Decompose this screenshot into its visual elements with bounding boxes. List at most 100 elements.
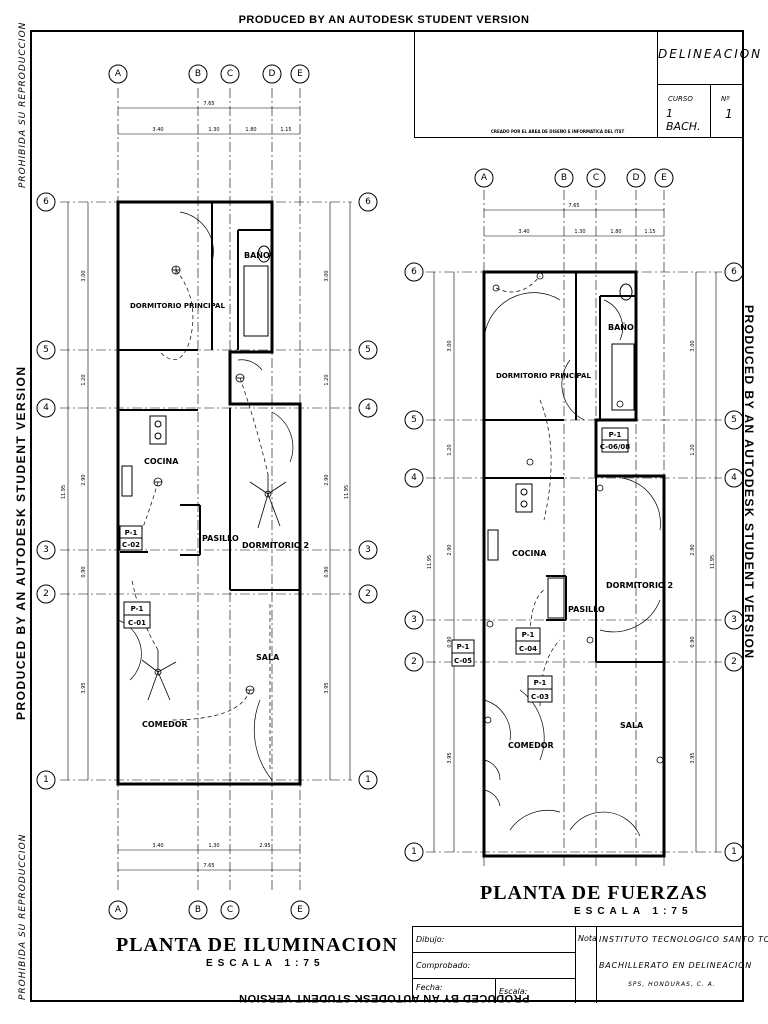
axis-bubble: 4 [43, 403, 49, 413]
dimension-label: 3.40 [152, 843, 163, 849]
dimension-label: 3.95 [81, 682, 87, 693]
dimension-label: 0.90 [690, 636, 696, 647]
number-label: Nº [721, 95, 730, 103]
circuit-tag: C-02 [122, 541, 140, 549]
axis-bubble: 1 [411, 847, 417, 857]
circuit-tag: C-06/08 [600, 443, 630, 451]
circuit-tag: C-03 [531, 693, 549, 701]
room-label: BAÑO [608, 322, 634, 332]
scale-cell: Escala: [495, 979, 575, 1003]
credit-text: CREADO POR EL AREA DE DISEÑO E INFORMATI… [491, 129, 625, 134]
dimension-label: 0.90 [324, 566, 330, 577]
room-label: DORMITORIO PRINCIPAL [130, 302, 225, 310]
room-label: DORMITORIO PRINCIPAL [496, 372, 591, 380]
room-label: COMEDOR [142, 720, 188, 729]
axis-bubble: B [561, 173, 567, 183]
axis-bubble: 1 [731, 847, 737, 857]
room-label: DORMITORIO 2 [606, 581, 673, 590]
dimension-label: 3.95 [447, 752, 453, 763]
axis-bubble: 2 [365, 589, 371, 599]
axis-bubble: 4 [411, 473, 417, 483]
axis-bubble: A [115, 905, 122, 915]
plan-right-scale: ESCALA 1:75 [574, 906, 693, 917]
axis-bubble: 3 [411, 615, 417, 625]
checked-label: Comprobado: [416, 961, 471, 970]
location-text: SPS, HONDURAS, C. A. [628, 981, 716, 988]
dimension-label: 1.30 [208, 127, 219, 133]
dimension-label: 3.00 [447, 340, 453, 351]
room-label: BAÑO [244, 250, 270, 260]
dimension-label: 1.30 [574, 229, 585, 235]
subject-text: DELINEACION [658, 47, 763, 61]
dimension-label: 1.80 [245, 127, 256, 133]
circuit-tag: P-1 [534, 679, 547, 687]
dimension-label: 3.00 [81, 270, 87, 281]
dimension-label: 0.90 [81, 566, 87, 577]
plan-right-title: PLANTA DE FUERZAS [480, 882, 708, 904]
axis-bubble: 2 [731, 657, 737, 667]
dimension-label: 1.15 [644, 229, 655, 235]
title-block-top: DELINEACION CURSO 1 BACH. Nº 1 CREADO PO… [414, 30, 763, 138]
dimension-label: 11.95 [710, 555, 716, 569]
axis-bubble: E [297, 905, 303, 915]
axis-bubble: D [269, 69, 276, 79]
watermark-top: PRODUCED BY AN AUTODESK STUDENT VERSION [238, 14, 530, 26]
dimension-label: 11.95 [61, 485, 67, 499]
axis-bubble: 3 [731, 615, 737, 625]
axis-bubble: 2 [411, 657, 417, 667]
dimension-label: 3.40 [152, 127, 163, 133]
dimension-label: 1.20 [447, 444, 453, 455]
dimension-label: 1.80 [610, 229, 621, 235]
axis-bubble: 6 [365, 197, 371, 207]
room-label: PASILLO [202, 534, 239, 543]
axis-bubble: 1 [365, 775, 371, 785]
axis-bubble: C [227, 69, 233, 79]
dimension-label: 1.15 [280, 127, 291, 133]
dimension-label: 7.65 [568, 203, 579, 209]
circuit-tag: C-05 [454, 657, 472, 665]
axis-bubble: 5 [411, 415, 417, 425]
room-label: DORMITORIO 2 [242, 541, 309, 550]
dimension-label: 7.65 [203, 101, 214, 107]
dimension-label: 2.90 [447, 544, 453, 555]
plan-left-title: PLANTA DE ILUMINACION [116, 934, 398, 956]
course-cell: CURSO 1 BACH. [657, 85, 711, 137]
axis-bubble: B [195, 905, 201, 915]
room-label: PASILLO [568, 605, 605, 614]
dimension-label: 2.90 [324, 474, 330, 485]
dimension-label: 3.40 [518, 229, 529, 235]
axis-bubble: 5 [43, 345, 49, 355]
dimension-label: 3.95 [324, 682, 330, 693]
title-block-bottom: Dibujo: Comprobado: Fecha: Escala: Nota … [412, 926, 768, 1003]
note-cell: Nota [575, 927, 597, 1003]
axis-bubble: 6 [43, 197, 49, 207]
circuit-tag: P-1 [457, 643, 470, 651]
axis-bubble: A [115, 69, 122, 79]
axis-bubble: E [661, 173, 667, 183]
axis-bubble: C [593, 173, 599, 183]
drawn-label: Dibujo: [416, 935, 445, 944]
dimension-label: 1.20 [81, 374, 87, 385]
axis-bubble: 5 [365, 345, 371, 355]
dimension-label: 1.20 [324, 374, 330, 385]
axis-bubble: 4 [731, 473, 737, 483]
axis-bubble: 5 [731, 415, 737, 425]
dimension-label: 3.95 [690, 752, 696, 763]
course-label: CURSO [668, 95, 693, 103]
checked-row: Comprobado: [413, 953, 575, 979]
dimension-label: 11.95 [344, 485, 350, 499]
circuit-tag: C-01 [128, 619, 146, 627]
room-label: COCINA [512, 549, 547, 558]
axis-bubble: 3 [365, 545, 371, 555]
institution-name: INSTITUTO TECNOLOGICO SANTO TOMAS [599, 935, 768, 944]
axis-bubble: D [633, 173, 640, 183]
dimension-label: 1.20 [690, 444, 696, 455]
axis-bubble: E [297, 69, 303, 79]
note-label: Nota [578, 934, 597, 943]
dimension-label: 3.00 [690, 340, 696, 351]
room-label: COCINA [144, 457, 179, 466]
date-label: Fecha: [416, 983, 443, 992]
axis-bubble: 2 [43, 589, 49, 599]
